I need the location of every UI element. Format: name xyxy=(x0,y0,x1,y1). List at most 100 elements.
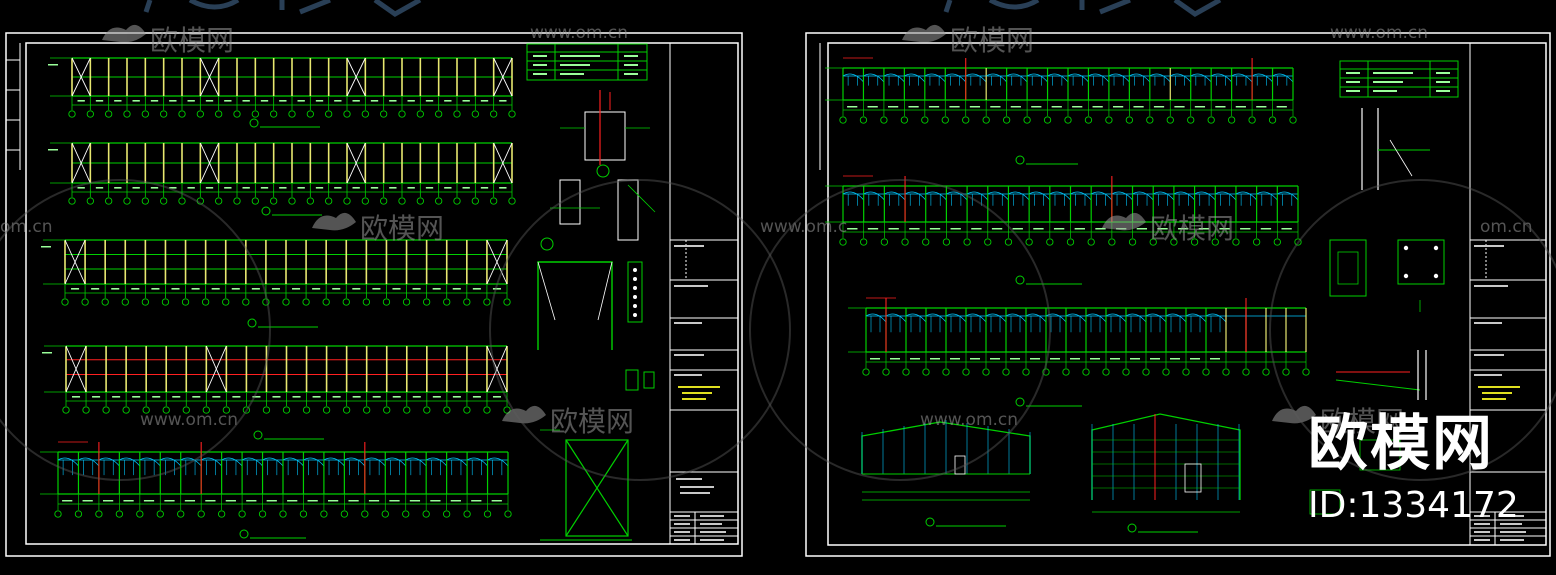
dim-text xyxy=(1256,106,1267,108)
axis-bubble xyxy=(178,197,186,205)
truss-chord xyxy=(1088,73,1110,83)
axis-bubble xyxy=(242,298,250,306)
axis-bubble xyxy=(68,197,76,205)
x-brace xyxy=(493,57,513,97)
axis-bubble xyxy=(122,406,130,414)
axis-bubble xyxy=(504,510,512,518)
truss-chord xyxy=(1085,313,1107,323)
dim-text xyxy=(332,396,341,398)
dim-text xyxy=(1130,358,1140,360)
truss-chord xyxy=(865,313,887,323)
watermark-brand: 欧模网 xyxy=(502,405,634,438)
truss-chord xyxy=(1129,73,1151,83)
watermark-brand: 欧模网 xyxy=(902,24,1034,57)
axis-bubble xyxy=(343,110,351,118)
watermark-brand: 欧模网 xyxy=(102,24,234,57)
dim-text xyxy=(279,187,287,189)
dim-text xyxy=(372,396,381,398)
dim-text xyxy=(307,500,318,502)
truss-chord xyxy=(1070,191,1092,201)
axis-bubble xyxy=(403,406,411,414)
truss-chord xyxy=(1125,313,1147,323)
axis-bubble xyxy=(984,238,992,246)
dim-text xyxy=(328,500,339,502)
dim-text xyxy=(279,100,287,102)
dim-text xyxy=(225,500,236,502)
truss-chord xyxy=(180,457,202,467)
truss-chord xyxy=(303,457,325,467)
dim-text xyxy=(472,396,481,398)
truss-elevation xyxy=(40,441,512,518)
axis-bubble xyxy=(201,298,210,306)
dim-text xyxy=(499,100,507,102)
axis-bubble xyxy=(442,510,451,518)
dim-text xyxy=(990,106,1001,108)
axis-bubble xyxy=(343,197,351,205)
view-number xyxy=(247,318,257,328)
dim-text xyxy=(1153,106,1165,108)
dim-text xyxy=(123,500,134,502)
dim-text xyxy=(352,187,360,189)
axis-bubble xyxy=(322,406,331,414)
axis-bubble xyxy=(141,298,150,306)
axis-bubble xyxy=(880,116,888,124)
dim-text xyxy=(471,500,482,502)
axis-bubble xyxy=(1002,368,1010,376)
bolt xyxy=(633,277,637,281)
dim-text xyxy=(1030,358,1040,360)
axis-bubble xyxy=(342,406,351,414)
dim-text xyxy=(499,187,507,189)
dim-text xyxy=(1210,358,1220,360)
bracket xyxy=(643,371,655,389)
dim-text xyxy=(425,100,434,102)
axis-bubble xyxy=(900,116,909,124)
dim-text xyxy=(62,500,73,502)
axis-bubble xyxy=(1294,238,1302,246)
axis-bubble xyxy=(61,298,69,306)
axis-bubble xyxy=(503,298,511,306)
truss-chord xyxy=(924,73,946,83)
dim-text xyxy=(949,106,960,108)
dim-text xyxy=(870,358,880,360)
view-number xyxy=(925,517,935,527)
axis-bubble xyxy=(1190,238,1199,246)
truss-chord xyxy=(1006,73,1028,83)
column-section xyxy=(559,179,581,225)
truss-chord xyxy=(883,73,905,83)
dim-text xyxy=(372,288,381,290)
truss-chord xyxy=(925,191,947,201)
axis-bubble xyxy=(422,510,430,518)
axis-bubble xyxy=(982,116,990,124)
dim-text xyxy=(950,358,960,360)
dim-text xyxy=(1150,358,1160,360)
truss-chord xyxy=(1277,191,1299,201)
dim-text xyxy=(114,187,122,189)
axis-bubble xyxy=(402,298,411,306)
truss-chord xyxy=(405,457,427,467)
dim-text xyxy=(312,288,321,290)
dim-text xyxy=(969,106,981,108)
watermark-brand-text: 欧模网 xyxy=(950,24,1034,57)
watermark-brand: 欧模网 xyxy=(1272,405,1404,438)
watermark-site-text: om.cn xyxy=(1480,217,1533,237)
axis-bubble xyxy=(1084,116,1093,124)
dim-text xyxy=(412,396,421,398)
truss-elevation xyxy=(848,297,1310,376)
bolt-detail xyxy=(627,261,643,323)
truss-chord xyxy=(1105,313,1127,323)
truss-chord xyxy=(1194,191,1216,201)
axis-bubble xyxy=(233,197,241,205)
dim-text xyxy=(491,500,502,502)
axis-bubble xyxy=(1252,238,1261,246)
dim-text xyxy=(192,396,201,398)
axis-bubble xyxy=(963,238,971,246)
axis-bubble xyxy=(74,510,83,518)
dim-text xyxy=(1110,358,1120,360)
axis-bubble xyxy=(422,298,431,306)
axis-bubble xyxy=(435,110,443,118)
axis-bubble xyxy=(463,510,471,518)
axis-bubble xyxy=(1022,368,1030,376)
axis-bubble xyxy=(1066,238,1075,246)
axis-bubble xyxy=(483,406,491,414)
axis-bubble xyxy=(1122,368,1130,376)
